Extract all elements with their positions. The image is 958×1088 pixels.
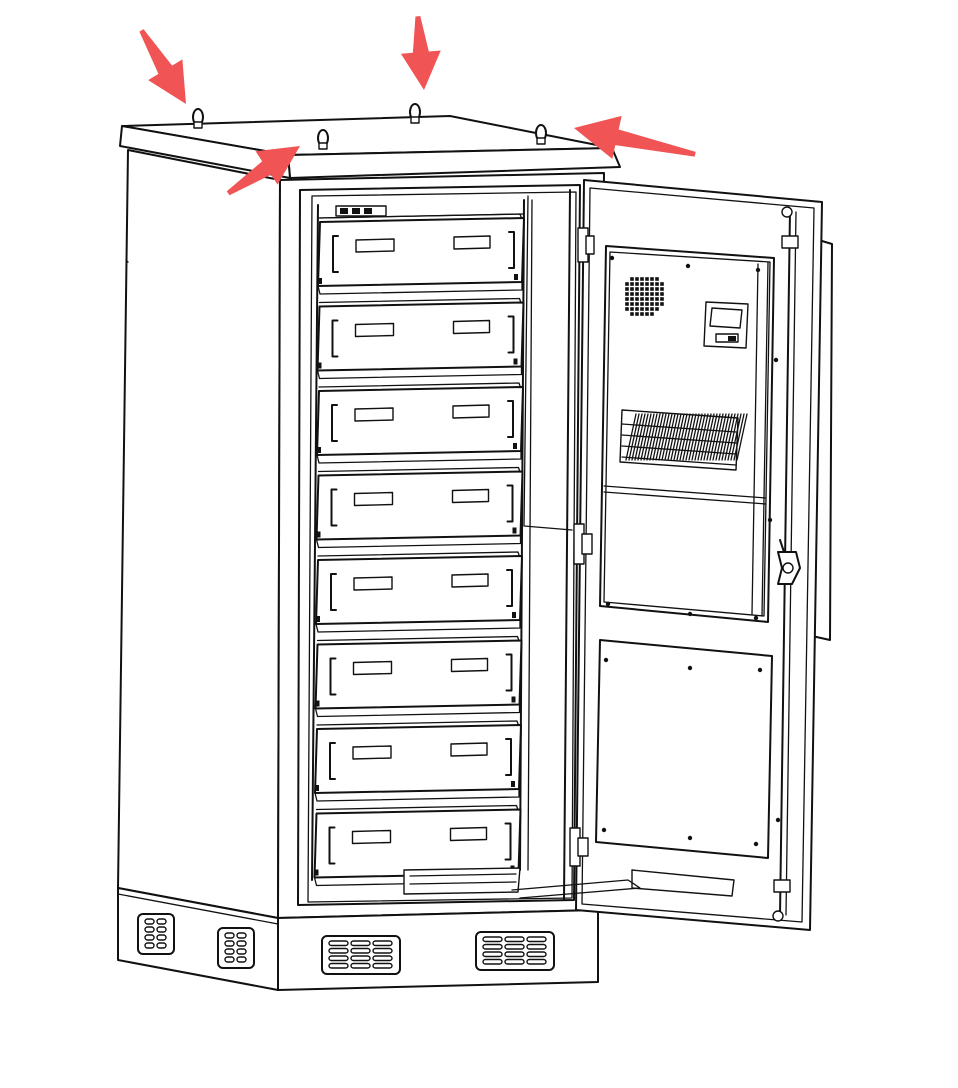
lifting-eye-icon — [317, 129, 329, 150]
arrow-icon — [226, 146, 300, 196]
hinge-icon — [577, 227, 595, 263]
screw — [755, 267, 761, 273]
screw — [685, 263, 691, 269]
lifting-eye-icon — [192, 108, 204, 129]
door-handle-icon — [777, 539, 801, 585]
lifting-eye-icon — [535, 124, 547, 145]
cabinet-door — [511, 179, 833, 931]
screw — [757, 667, 763, 673]
vent-grille-icon — [137, 913, 175, 955]
controller-strip — [335, 205, 387, 217]
battery-module — [315, 466, 524, 549]
battery-module — [316, 382, 524, 464]
arrow-icon — [574, 115, 696, 159]
arrow-icon — [400, 16, 441, 90]
vent-grille-icon — [475, 931, 555, 971]
air-conditioner-icon — [625, 277, 664, 316]
roof-left-edge — [119, 125, 291, 179]
screw — [601, 827, 607, 833]
vent-grille-icon — [217, 927, 255, 969]
screw — [775, 817, 781, 823]
hinge-icon — [569, 827, 589, 867]
lifting-point-arrows — [139, 16, 696, 196]
battery-module — [314, 635, 523, 718]
battery-module — [316, 297, 525, 380]
battery-module-stack — [313, 213, 525, 887]
door-lower-panel — [595, 639, 773, 859]
vent-grille-icon — [321, 935, 401, 975]
lifting-eyes — [192, 103, 547, 150]
hinge-icon — [573, 523, 593, 565]
vent-grille-icon — [619, 409, 748, 471]
screw — [605, 601, 611, 607]
battery-module — [314, 720, 522, 802]
door-screws — [601, 255, 781, 847]
screw — [603, 657, 609, 663]
ac-controller-display — [703, 301, 749, 349]
lifting-eye-icon — [409, 103, 421, 124]
screw — [773, 357, 779, 363]
door-hinges — [569, 227, 595, 867]
battery-module — [315, 551, 523, 633]
screw — [687, 611, 693, 617]
screw — [753, 615, 759, 621]
plinth-vents — [137, 913, 555, 975]
arrow-icon — [139, 29, 186, 105]
screw — [687, 835, 693, 841]
screw — [609, 255, 615, 261]
screw — [753, 841, 759, 847]
screw — [767, 517, 773, 523]
cabinet-body — [117, 115, 621, 991]
bottom-tray — [403, 867, 521, 895]
battery-module — [317, 213, 525, 295]
air-conditioner-unit — [599, 245, 775, 623]
screw — [687, 665, 693, 671]
cabinet-left-side — [117, 149, 281, 919]
